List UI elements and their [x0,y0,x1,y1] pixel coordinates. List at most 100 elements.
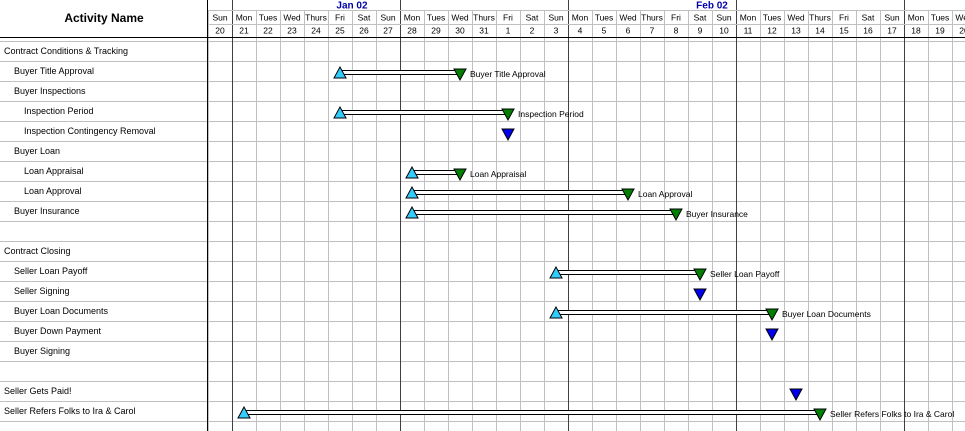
day-of-week-label: Sun [548,13,563,23]
day-of-week-label: Sat [862,13,875,23]
date-label: 31 [479,26,489,36]
start-marker [549,305,563,319]
task-bar-label: Seller Refers Folks to Ira & Carol [830,409,954,419]
day-of-week-label: Fri [503,13,513,23]
task-bar [555,310,773,315]
task-name: Buyer Down Payment [14,326,102,336]
task-bar-label: Loan Appraisal [470,169,526,179]
date-label: 20 [215,26,225,36]
day-of-week-label: Sun [884,13,899,23]
task-bar [411,170,461,175]
day-of-week-label: Fri [671,13,681,23]
activity-column-title: Activity Name [64,11,144,25]
date-label: 11 [744,26,753,36]
day-of-week-label: Sat [358,13,371,23]
date-label: 26 [359,26,369,36]
date-label: 24 [311,26,321,36]
end-marker [621,188,635,202]
day-of-week-label: Wed [619,13,637,23]
day-of-week-label: Mon [572,13,589,23]
day-of-week-label: Sun [716,13,731,23]
day-of-week-label: Sun [212,13,227,23]
date-label: 8 [674,26,679,36]
task-bar [339,110,509,115]
task-name: Buyer Inspections [14,86,86,96]
task-name: Buyer Loan Documents [14,306,109,316]
milestone-marker [501,128,515,142]
date-label: 2 [530,26,535,36]
task-name: Seller Loan Payoff [14,266,88,276]
date-label: 20 [959,26,965,36]
task-bar-label: Buyer Title Approval [470,69,546,79]
task-name: Loan Appraisal [24,166,84,176]
task-bar-label: Loan Approval [638,189,692,199]
day-of-week-label: Mon [404,13,421,23]
task-name: Inspection Period [24,106,94,116]
date-label: 16 [863,26,873,36]
end-marker [669,208,683,222]
start-marker [405,185,419,199]
date-label: 14 [815,26,825,36]
date-label: 6 [626,26,631,36]
date-label: 9 [698,26,703,36]
date-label: 28 [407,26,417,36]
day-of-week-label: Tues [595,13,614,23]
date-label: 23 [287,26,297,36]
end-marker [813,408,827,422]
start-marker [333,65,347,79]
date-label: 4 [578,26,583,36]
task-bar [243,410,821,415]
day-of-week-label: Thurs [641,13,663,23]
date-label: 18 [911,26,921,36]
milestone-marker [789,388,803,402]
day-of-week-label: Thurs [809,13,831,23]
task-name: Buyer Signing [14,346,70,356]
task-name: Seller Refers Folks to Ira & Carol [4,406,136,416]
task-name: Buyer Loan [14,146,60,156]
date-label: 12 [767,26,777,36]
task-name: Seller Signing [14,286,70,296]
task-bar-label: Seller Loan Payoff [710,269,780,279]
day-of-week-label: Thurs [305,13,327,23]
task-bar [411,190,629,195]
date-label: 19 [935,26,945,36]
day-of-week-label: Tues [931,13,950,23]
day-of-week-label: Mon [740,13,757,23]
date-label: 25 [335,26,345,36]
date-label: 27 [383,26,393,36]
month-label: Feb 02 [696,1,728,12]
date-label: 30 [455,26,465,36]
start-marker [333,105,347,119]
date-label: 13 [791,26,801,36]
day-of-week-label: Sat [526,13,539,23]
start-marker [237,405,251,419]
task-name: Loan Approval [24,186,82,196]
month-label: Jan 02 [336,1,368,12]
milestone-marker [765,328,779,342]
date-label: 1 [506,26,511,36]
day-of-week-label: Tues [259,13,278,23]
day-of-week-label: Wed [451,13,469,23]
task-name: Seller Gets Paid! [4,386,72,396]
end-marker [453,168,467,182]
day-of-week-label: Wed [787,13,805,23]
day-of-week-label: Sun [380,13,395,23]
task-bar-label: Buyer Loan Documents [782,309,871,319]
milestone-marker [693,288,707,302]
date-label: 7 [650,26,655,36]
date-label: 3 [554,26,559,36]
start-marker [405,205,419,219]
date-label: 29 [431,26,441,36]
day-of-week-label: Fri [839,13,849,23]
day-of-week-label: Fri [335,13,345,23]
date-label: 17 [887,26,897,36]
task-name: Buyer Insurance [14,206,80,216]
task-bar-label: Buyer Insurance [686,209,748,219]
start-marker [405,165,419,179]
date-label: 5 [602,26,607,36]
task-name: Contract Conditions & Tracking [4,46,128,56]
day-of-week-label: Tues [763,13,782,23]
day-of-week-label: Mon [908,13,925,23]
